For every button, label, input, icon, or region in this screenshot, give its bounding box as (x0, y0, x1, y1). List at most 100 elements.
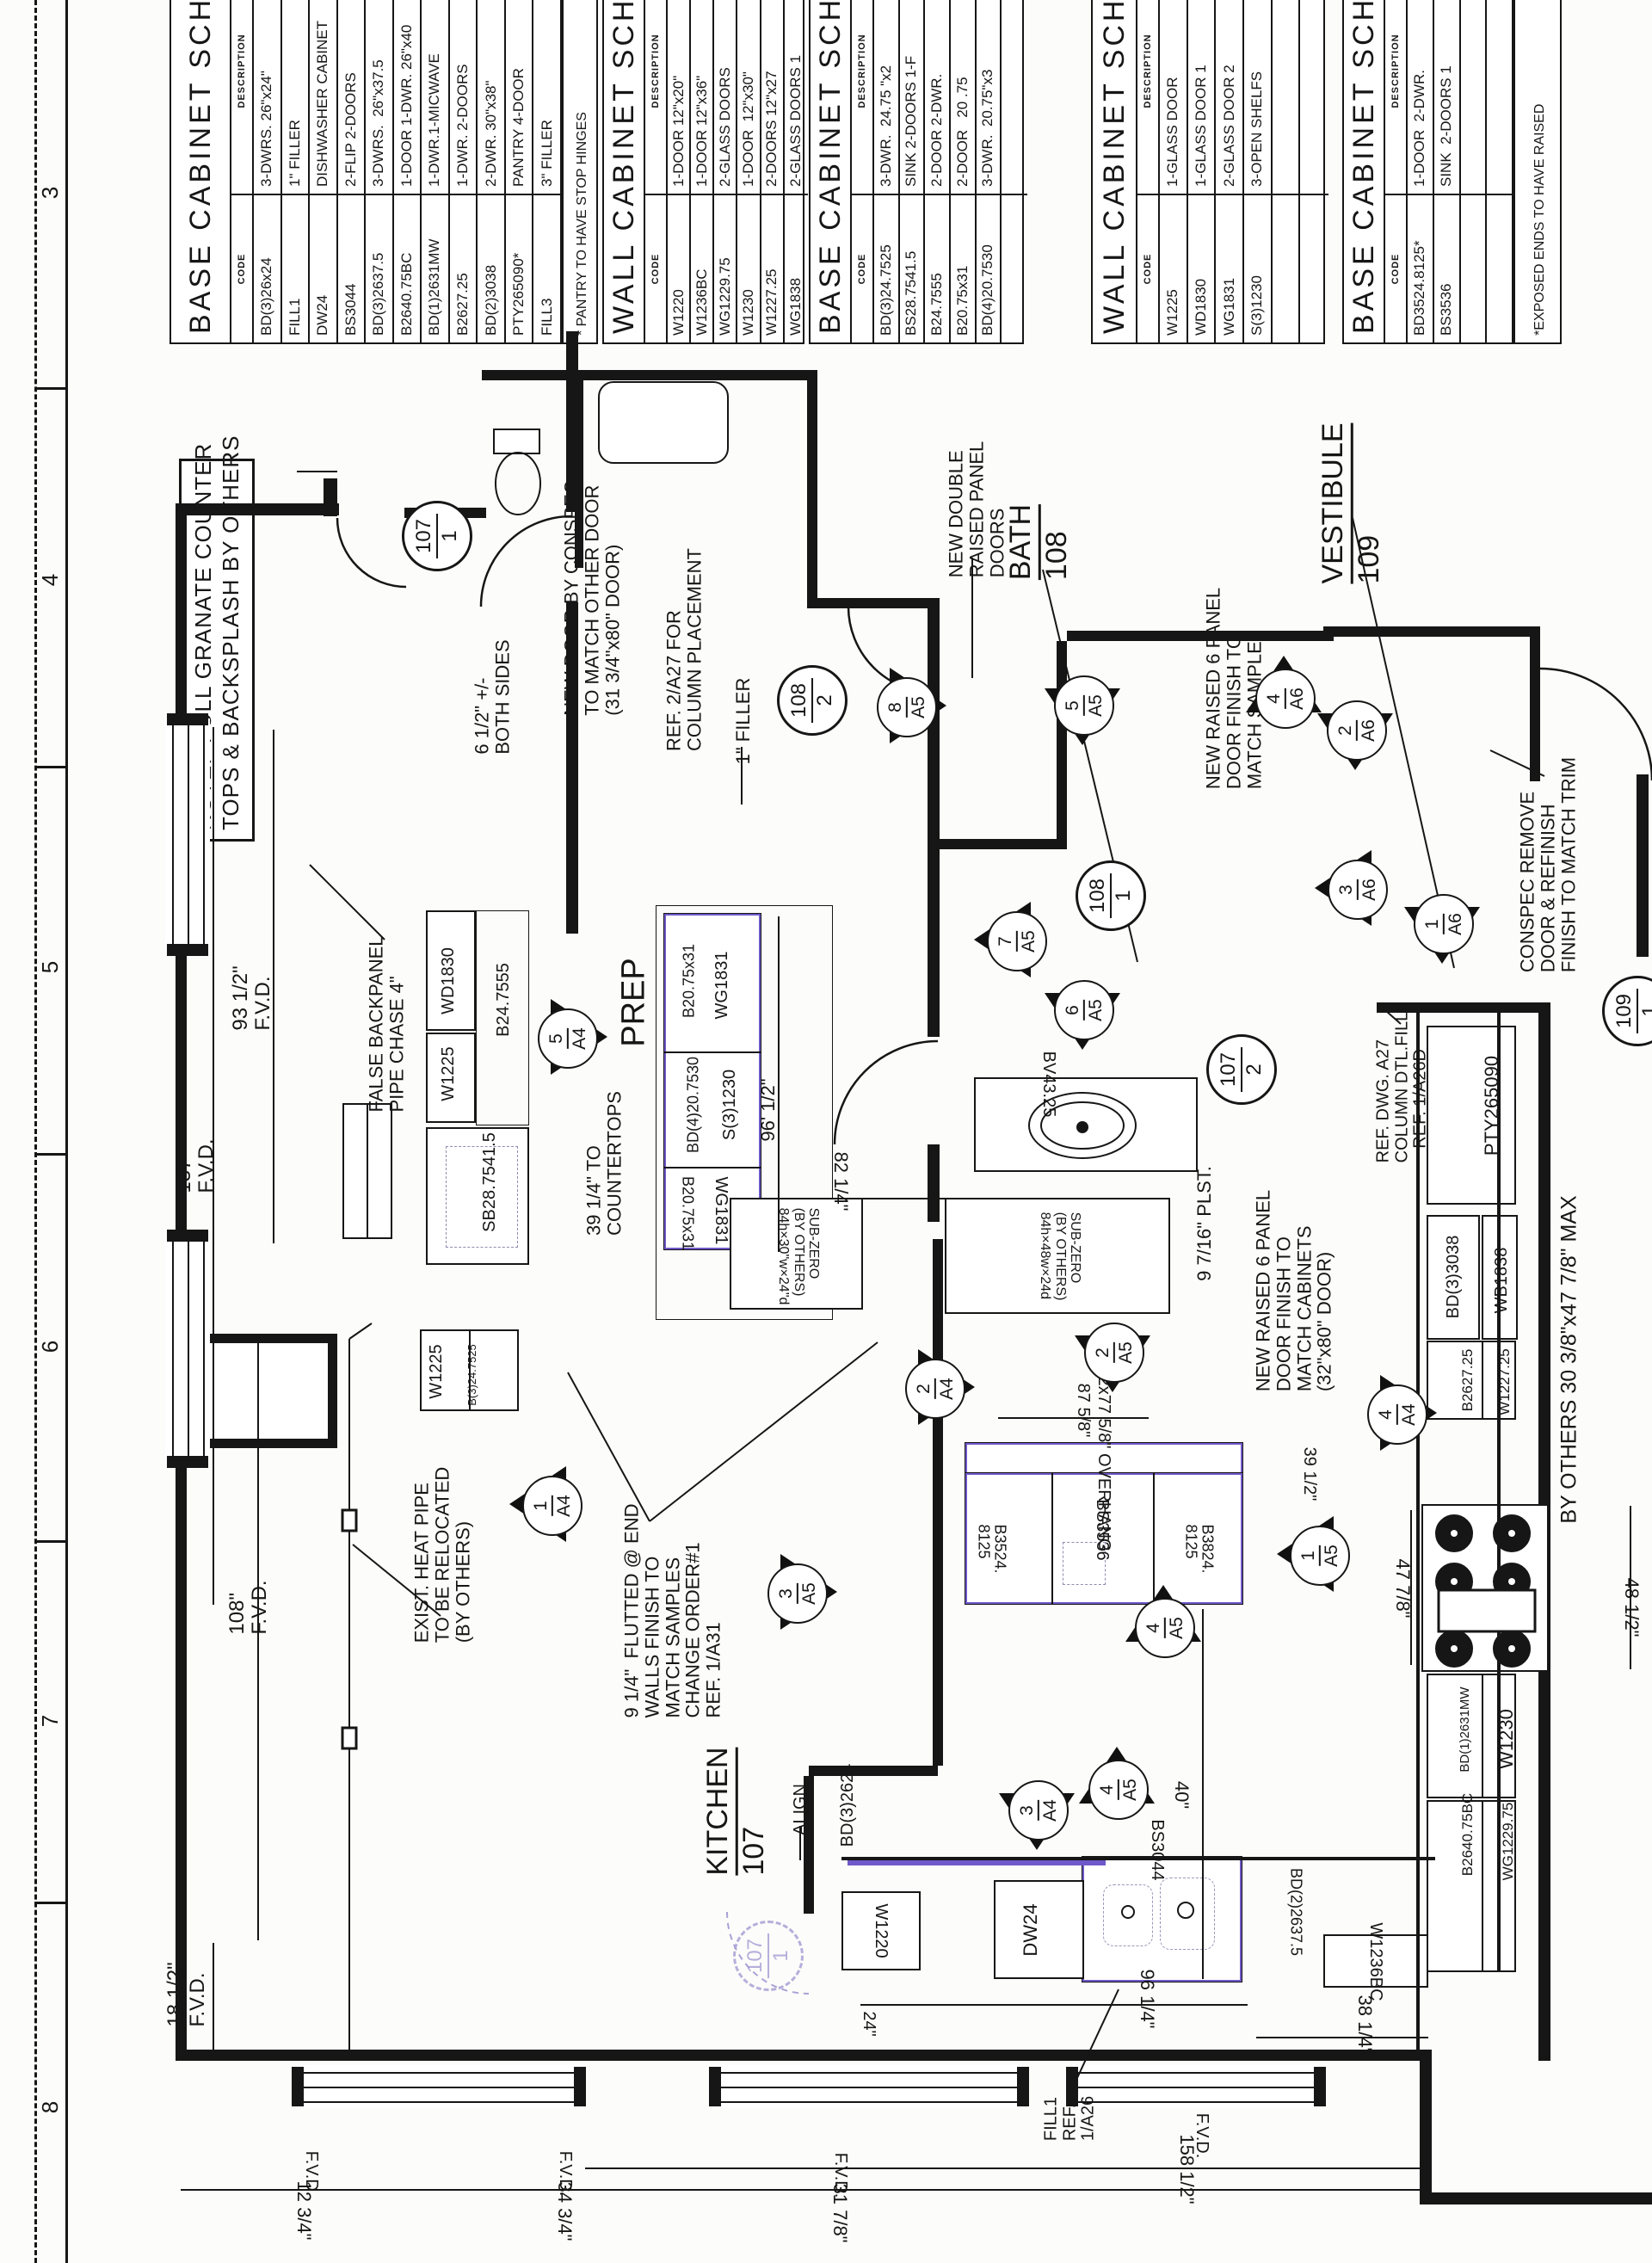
label-line: B20.75x31 (680, 943, 698, 1019)
dim-9-7-16-plst: 9 7/16" PLST. (1193, 1166, 1215, 1281)
label-line: 8125 (1182, 1524, 1199, 1559)
callout-sub: 1 (437, 530, 461, 542)
detail-sheet: A6 (1446, 913, 1465, 935)
label-line: EXIST. HEAT PIPE (410, 1483, 433, 1643)
dim-108: 108"F.V.D. (225, 1580, 271, 1635)
cabinet-box (1482, 1341, 1483, 1420)
label-line: FILL1 (1041, 2096, 1061, 2142)
callout-number: 108 (1086, 873, 1112, 919)
label-line: 108 (1039, 531, 1073, 581)
wall-segment (575, 370, 583, 568)
label-line: F.V.D. (248, 1580, 271, 1635)
label-line: B2627.25 (1458, 1348, 1476, 1412)
detail-number: 1 (531, 1495, 553, 1516)
dim-40: 40" (1171, 1781, 1193, 1809)
detail-number: 8 (885, 697, 908, 718)
label-line: MATCH SAMPLES (662, 1557, 684, 1718)
label-line: ALIGN (791, 1783, 811, 1836)
label-line: 108" (225, 1593, 250, 1635)
cab-bd4-207530: BD(4)20.7530 (684, 1057, 701, 1153)
detail-number: 1 (1298, 1545, 1321, 1566)
label-line: 8125 (975, 1524, 992, 1559)
cabinet-box (1427, 1674, 1516, 1798)
label-line: 48 1/2" (1620, 1577, 1643, 1637)
label-line: 87 5/8" (1073, 1383, 1093, 1438)
callout-sub: 1 (1111, 890, 1135, 902)
label-line: (32"x80" DOOR) (1313, 1251, 1335, 1392)
dim-31-78: 31 7/8" (829, 2184, 851, 2243)
cab-b3824-8125: B3824.8125 (1182, 1524, 1216, 1573)
detail-sheet: A5 (1116, 1341, 1136, 1364)
detail-number: 5 (1063, 695, 1085, 716)
label-line: 34 3/4" (553, 2181, 576, 2241)
label-line: B3824. (1199, 1524, 1217, 1574)
cabinet-box (1497, 1002, 1501, 1970)
label-line: 47 7/8" (1391, 1558, 1414, 1619)
label-line: WALLS FINISH TO (641, 1556, 663, 1718)
label-line: CHANGE ORDER#1 (681, 1542, 704, 1718)
wall-segment (1637, 774, 1649, 957)
cab-bv4325: BV43.25 (1039, 1051, 1058, 1118)
label-line: COLUMN PLACEMENT (683, 548, 705, 751)
wall-segment (1420, 2050, 1432, 2204)
cabinet-box (1427, 1026, 1516, 1205)
label-line: B24.7555 (494, 963, 514, 1037)
dim-137: 137"F.V.D. (172, 1138, 218, 1193)
label-line: BV43.25 (1039, 1051, 1058, 1118)
cabinet-box (664, 1167, 761, 1168)
detail-sheet: A4 (937, 1378, 957, 1400)
wall-segment (176, 2050, 1432, 2061)
detail-sheet: A5 (1086, 999, 1106, 1021)
label-line: SUB-ZERO (805, 1207, 821, 1279)
dim-12-34: 12 3/4" (293, 2181, 315, 2241)
cabinet-box (476, 910, 529, 1125)
label-line: 93 1/2" (229, 965, 253, 1031)
label-line: W1220 (871, 1903, 891, 1958)
label-line: B3524. (991, 1524, 1009, 1574)
detail-number: 4 (1264, 688, 1286, 709)
note-6-half: 6 1/2" +/-BOTH SIDES (471, 639, 513, 754)
label-line: PTY265090 (1481, 1055, 1503, 1156)
cabinet-box (426, 1127, 529, 1265)
label-line: COUNTERTOPS (603, 1091, 625, 1236)
label-line: B20.75x31 (679, 1175, 697, 1251)
cab-b2075x31-a: B20.75x31 (680, 943, 698, 1019)
cabinet-box (367, 1103, 368, 1239)
label-line: F.V.D. (186, 1972, 209, 2027)
cab-wg1229-75: WG1229.75 (1500, 1803, 1516, 1881)
cabinet-box (1160, 1878, 1215, 1950)
cabinet-box (656, 905, 833, 1320)
label-line: DW24 (1020, 1903, 1042, 1957)
cabinet-box (848, 1859, 1106, 1865)
cab-bd1-2631mw: BD(1)2631MW (1458, 1686, 1472, 1772)
label-line: 137" (172, 1151, 196, 1193)
cab-b2627-25: B2627.25 (1458, 1348, 1476, 1412)
cabinet-box (446, 1146, 518, 1248)
detail-sheet: A4 (1399, 1403, 1419, 1426)
cabinet-box (426, 910, 476, 1031)
dim-34-34: 34 3/4" (553, 2181, 576, 2241)
label-line: W1225 (439, 1046, 459, 1101)
window-symbol (292, 2065, 586, 2108)
wall-segment (1067, 631, 1334, 641)
dim-39-half: 39 1/2" (1299, 1447, 1319, 1501)
cab-w1225-b: W1225 (427, 1344, 447, 1398)
label-line: (BY OTHERS) (1052, 1212, 1068, 1301)
detail-sheet: A5 (1086, 694, 1106, 717)
label-line: PREP (615, 958, 652, 1047)
label-line: WG1831 (711, 1176, 730, 1245)
detail-number: 2 (1335, 720, 1358, 741)
detail-sheet: A6 (1359, 879, 1379, 901)
cabinet-box (1416, 1002, 1420, 2061)
